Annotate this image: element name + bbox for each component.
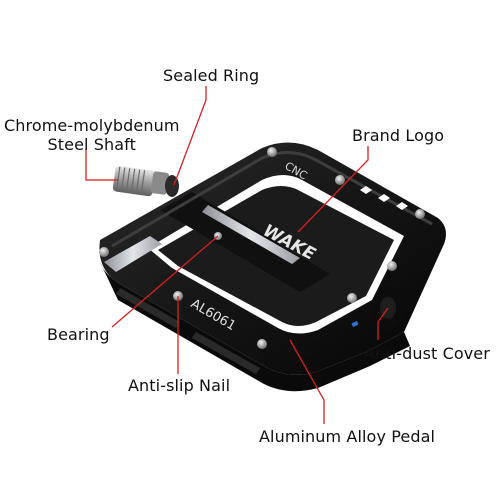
leader-anti-dust-cover [377,307,389,340]
anti-slip-pins [99,147,425,349]
shaft-label-line1: Chrome-molybdenum [4,116,180,135]
leader-pedal-body [289,339,325,424]
anti-dust-cover-label: Anti-dust Cover [364,344,490,363]
silver-inlay [202,205,300,264]
bearing-label: Bearing [47,325,110,344]
leader-bearing [111,235,219,328]
leader-lines [85,86,389,424]
leader-sealed-ring [173,86,207,186]
shaft-label-line2: Steel Shaft [47,135,137,154]
steel-shaft [112,165,170,197]
brand-logo-label: Brand Logo [352,126,445,145]
leader-shaft [85,148,118,181]
anti-slip-nail-label: Anti-slip Nail [128,376,231,395]
sealed-ring-label: Sealed Ring [163,66,260,85]
aluminum-alloy-pedal-label: Aluminum Alloy Pedal [259,427,436,446]
leader-brand-logo [297,146,369,233]
shaft-label: Chrome-molybdenum Steel Shaft [4,116,180,154]
